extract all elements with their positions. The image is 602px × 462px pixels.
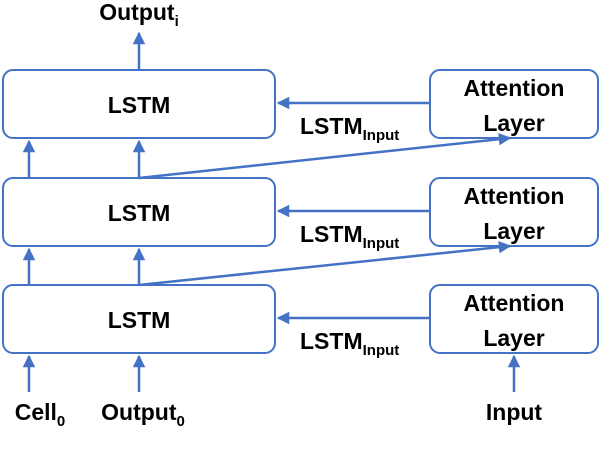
lstm-to-attention-arrow-lower (138, 240, 512, 287)
lstm-box-top: LSTM (2, 69, 276, 139)
output-i-label: Outputi (99, 0, 179, 30)
lstm-label: LSTM (108, 307, 171, 333)
attention-label-line2: Layer (483, 110, 544, 136)
lstm-box-bottom: LSTM (2, 284, 276, 354)
attention-box-bottom: Attention Layer (429, 284, 599, 354)
attention-label-line1: Attention (464, 75, 565, 101)
attention-box-top: Attention Layer (429, 69, 599, 139)
lstm-to-attention-arrow-upper (138, 132, 512, 180)
lstm-input-label-bottom: LSTMInput (300, 328, 399, 359)
cell0-label: Cell0 (15, 399, 66, 430)
attention-box-middle: Attention Layer (429, 177, 599, 247)
lstm-input-label-top: LSTMInput (300, 113, 399, 144)
attention-label-line2: Layer (483, 218, 544, 244)
lstm-input-label-middle: LSTMInput (300, 221, 399, 252)
lstm-label: LSTM (108, 92, 171, 118)
output0-label: Output0 (101, 399, 185, 430)
attention-label-line2: Layer (483, 325, 544, 351)
input-label: Input (486, 399, 543, 425)
lstm-label: LSTM (108, 200, 171, 226)
lstm-box-middle: LSTM (2, 177, 276, 247)
attention-label-line1: Attention (464, 290, 565, 316)
attention-label-line1: Attention (464, 183, 565, 209)
